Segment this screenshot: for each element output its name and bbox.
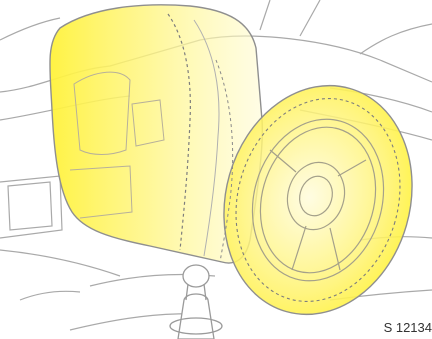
figure-code: S 12134 bbox=[384, 320, 432, 335]
